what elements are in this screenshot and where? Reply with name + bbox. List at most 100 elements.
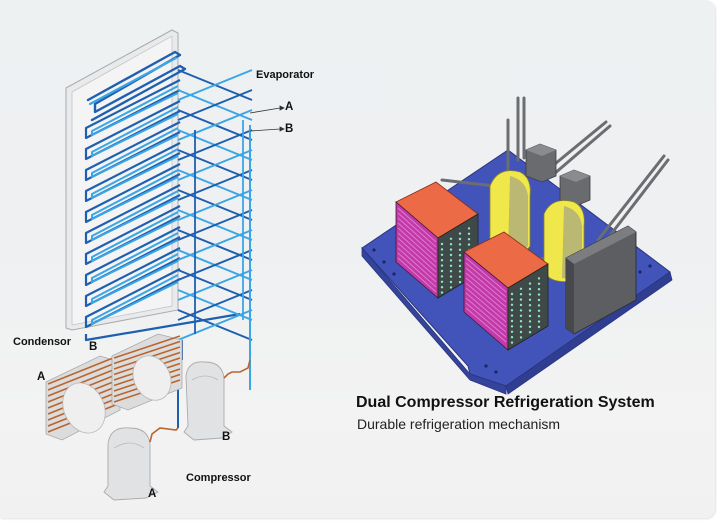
evaporator-coil-rows	[84, 79, 241, 342]
condenser-fin	[465, 282, 507, 318]
condensor-label: Condensor	[13, 336, 72, 348]
skid-mount-hole	[494, 370, 498, 374]
condenser-tube-end	[467, 232, 471, 235]
condenser-tube-end	[537, 298, 541, 302]
condenser-tube-end	[510, 319, 514, 323]
skid-mount-hole	[372, 248, 376, 252]
condenser-tube-end	[510, 325, 514, 328]
condenser-tube-end	[528, 309, 532, 312]
evaporator-loop-light	[91, 106, 179, 157]
skid-mount-hole	[648, 264, 652, 268]
condenser-tube-end	[458, 237, 462, 241]
condenser-fin	[465, 272, 507, 308]
evaporator-loop-light	[91, 148, 179, 199]
compressor-b	[183, 359, 251, 441]
skid-motor-2	[559, 169, 591, 207]
skid-mount-hole	[392, 272, 396, 276]
condenser-tube-end	[537, 315, 541, 318]
condenser-tube-end	[537, 320, 541, 323]
evaporator-loop-light	[91, 169, 179, 220]
condenser-tube-end	[528, 304, 532, 307]
condenser-fin	[397, 227, 437, 263]
condenser-fin	[465, 297, 507, 333]
condenser-tube-end	[449, 259, 453, 262]
condenser-fin	[465, 277, 507, 313]
condenser-tube-end	[510, 303, 514, 306]
skid-mount-hole	[638, 270, 642, 274]
condenser-tube-end	[528, 320, 532, 323]
condenser-tube-end	[449, 248, 453, 251]
condenser-tube-end	[537, 309, 541, 312]
condenser-tube-end	[519, 293, 523, 296]
compressor-a	[103, 427, 179, 501]
condenser-tube-end	[510, 341, 514, 344]
condenser-tube-end	[537, 293, 541, 296]
condensor-tube	[113, 340, 181, 365]
condenser-tube-end	[458, 281, 462, 284]
evaporator-coil-mesh	[177, 69, 253, 341]
condenser-tube-end	[519, 330, 523, 334]
condenser-tube-end	[440, 253, 444, 256]
condenser-tube-end	[440, 291, 444, 294]
condensor-unit-b	[111, 333, 183, 411]
condenser-tube-end	[519, 325, 523, 328]
condenser-tube-end	[449, 243, 453, 246]
condenser-tube-end	[519, 314, 523, 317]
condenser-tube-end	[449, 237, 453, 240]
condenser-tube-end	[537, 277, 541, 280]
condensor-tube	[47, 361, 119, 391]
condenser-fin	[465, 307, 507, 343]
condenser-fin	[397, 222, 437, 258]
caption-subtitle: Durable refrigeration mechanism	[357, 416, 561, 432]
condenser-tube-end	[528, 314, 532, 318]
condenser-tube-end	[528, 293, 532, 296]
evaporator-coils-left	[86, 50, 187, 122]
condenser-tube-end	[449, 270, 453, 273]
evaporator-loop-bottom	[84, 312, 241, 342]
evaporator-a-label: A	[285, 101, 294, 113]
evaporator-loop-light	[91, 232, 179, 283]
skid-mount-hole	[382, 260, 386, 264]
evaporator-pointer-lines	[249, 105, 285, 132]
compressor-b-label: B	[222, 431, 231, 443]
condenser-fin	[397, 247, 437, 283]
condenser-tube-end	[449, 286, 453, 289]
condenser-fin	[397, 232, 437, 268]
condenser-tube-end	[440, 259, 444, 262]
condenser-tube-end	[519, 298, 523, 301]
condenser-fin	[397, 212, 437, 248]
condenser-tube-end	[440, 269, 444, 273]
condenser-tube-end	[528, 325, 532, 328]
condenser-tube-end	[440, 242, 444, 246]
condensor-tube	[47, 355, 119, 385]
condensor-unit-a	[45, 355, 121, 441]
condenser-tube-end	[467, 243, 471, 246]
condenser-tube-end	[537, 304, 541, 307]
condenser-tube-end	[528, 331, 532, 334]
condensor-tube	[47, 367, 119, 397]
condenser-tube-end	[440, 264, 444, 267]
condenser-fin	[465, 292, 507, 328]
condenser-tube-end	[467, 238, 471, 241]
condenser-tube-end	[510, 336, 514, 339]
condenser-tube-end	[458, 259, 462, 262]
condenser-tube-end	[440, 286, 444, 289]
evaporator-b-label: B	[285, 123, 294, 135]
condenser-tube-end	[458, 248, 462, 251]
condenser-tube-end	[528, 282, 532, 285]
condenser-tube-end	[449, 280, 453, 284]
condenser-tube-end	[528, 298, 532, 301]
condenser-fin	[397, 252, 437, 288]
condenser-fin	[465, 267, 507, 303]
condenser-tube-end	[519, 309, 523, 312]
condenser-tube-end	[440, 248, 444, 251]
condenser-tube-end	[510, 330, 514, 333]
condensor-tube	[113, 335, 181, 359]
condenser-tube-end	[449, 253, 453, 257]
evaporator-mesh-line	[177, 309, 253, 341]
condenser-tube-end	[458, 232, 462, 235]
condenser-tube-end	[440, 280, 444, 283]
condenser-tube-end	[510, 314, 514, 317]
